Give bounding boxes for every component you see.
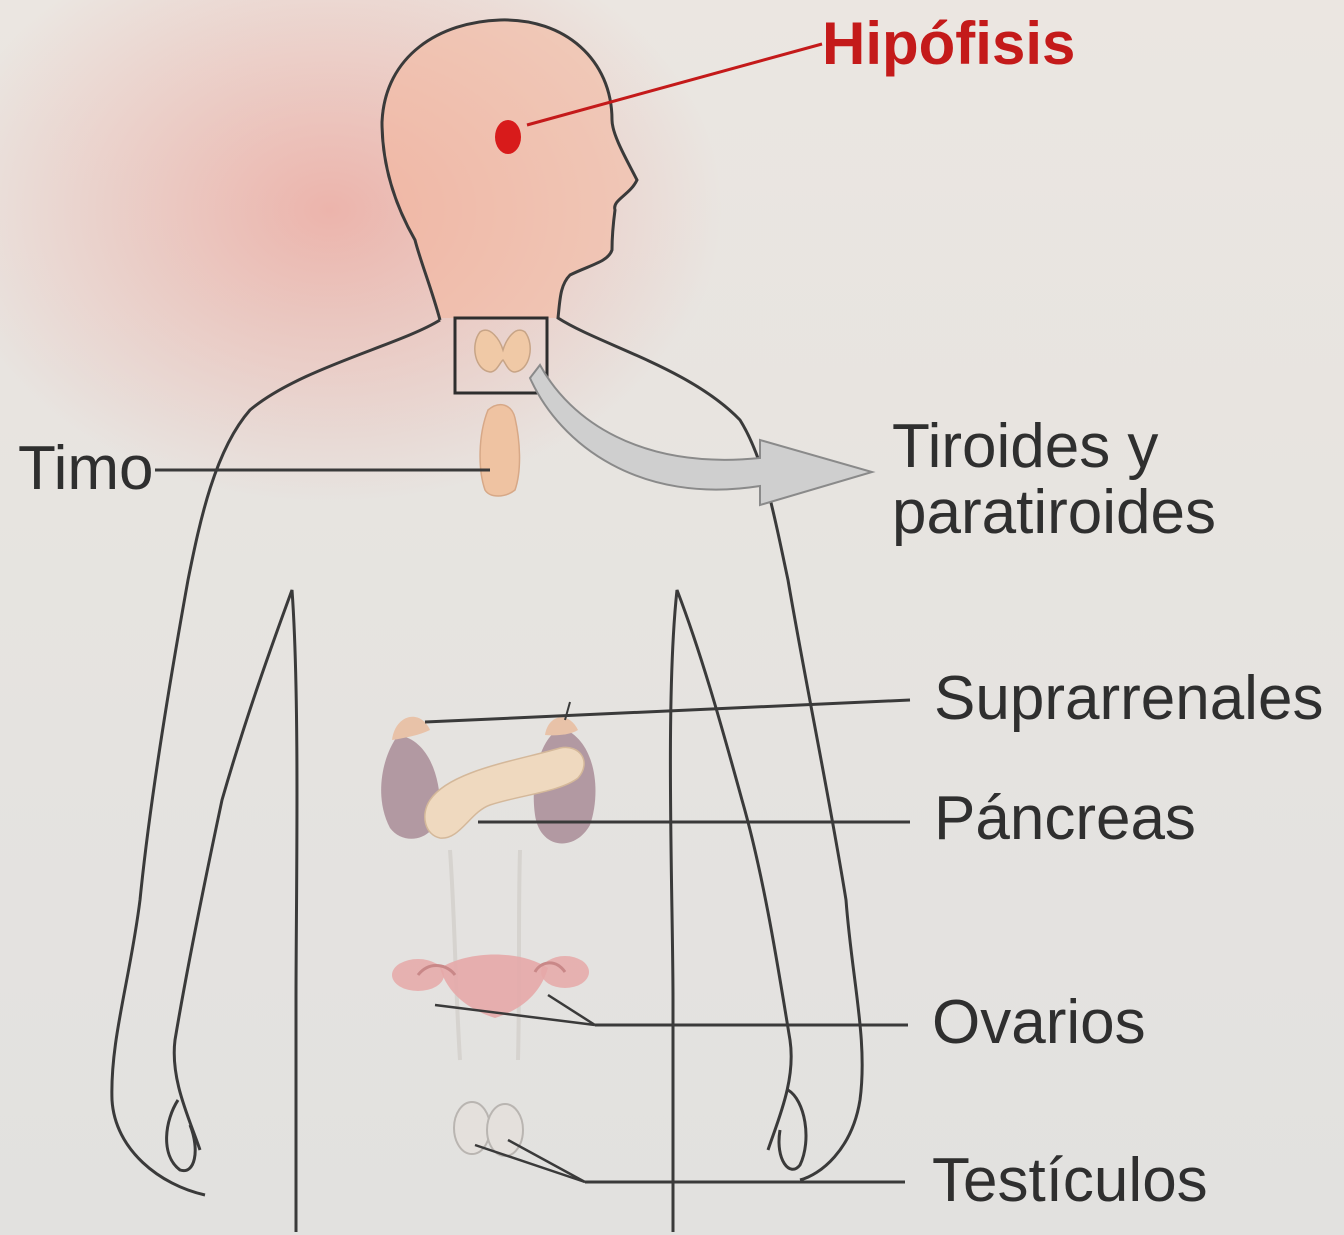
label-ovarios: Ovarios [932, 992, 1146, 1054]
right-adrenal [545, 717, 578, 735]
left-hand [167, 1100, 196, 1171]
pituitary-gland [495, 120, 521, 154]
label-testiculos: Testículos [932, 1150, 1208, 1212]
right-arm-inner [670, 590, 791, 1232]
right-testicle [487, 1104, 523, 1156]
label-tiroides: Tiroides y paratiroides [892, 414, 1312, 546]
thyroid-gland [475, 330, 530, 372]
label-suprarrenales: Suprarrenales [934, 668, 1323, 730]
left-adrenal [392, 717, 430, 740]
label-hipofisis: Hipófisis [822, 14, 1075, 74]
testiculos-leader-line [475, 1145, 585, 1182]
suprarrenales-leader-line [425, 700, 910, 722]
left-testicle [454, 1102, 490, 1154]
arrow-right-icon [530, 365, 872, 505]
thymus-gland [480, 405, 519, 496]
suprarrenales-leader-line-2 [565, 702, 570, 720]
label-tiroides-line2: paratiroides [892, 478, 1216, 547]
label-timo: Timo [18, 438, 153, 500]
head-fill [382, 20, 637, 318]
label-tiroides-line1: Tiroides y [892, 412, 1158, 481]
label-pancreas: Páncreas [934, 788, 1196, 850]
